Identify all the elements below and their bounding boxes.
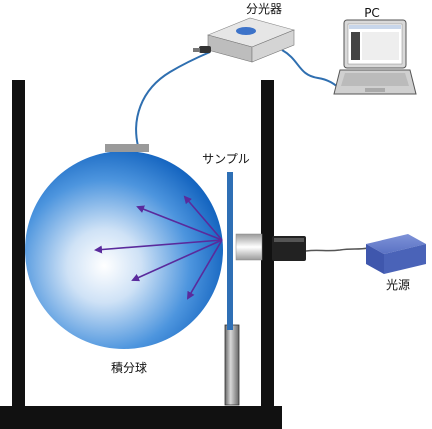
right-post	[261, 80, 274, 410]
light-source-box-icon	[366, 234, 426, 274]
integrating-sphere-label: 積分球	[111, 360, 147, 375]
fiber-port	[105, 144, 149, 152]
laptop-icon	[333, 19, 417, 95]
spectrometer-device-icon	[193, 17, 295, 63]
fiber-cable	[135, 51, 211, 147]
pc-label: PC	[364, 6, 380, 20]
sample-plate	[227, 172, 233, 330]
integrating-sphere	[25, 151, 223, 349]
light-source-connector	[272, 236, 306, 261]
sample-holder-tube	[224, 324, 240, 406]
base-plate	[0, 406, 282, 429]
pc-cable	[281, 49, 343, 91]
left-post	[12, 80, 25, 410]
sample-label: サンプル	[202, 152, 250, 166]
scattered-light-arrows	[94, 195, 223, 300]
light-source-label: 光源	[386, 278, 410, 292]
light-source-cable	[305, 247, 369, 252]
light-port	[235, 233, 263, 261]
spectrometer-label: 分光器	[246, 2, 282, 16]
